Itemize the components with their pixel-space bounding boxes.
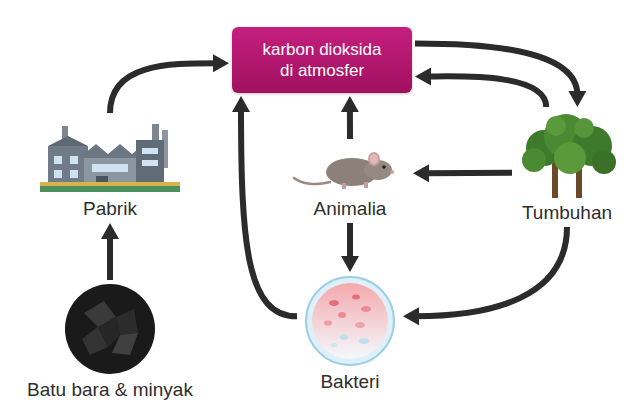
mouse-icon [290,142,410,194]
cycle-arrow [415,44,586,108]
arrow-line [415,44,577,96]
animal-node: Animalia [290,142,410,220]
arrow-line [415,227,567,316]
coal-icon [64,283,156,375]
fossil-fuel-node: Batu bara & minyak [10,283,210,401]
arrow-head [413,164,429,182]
box-label: karbon dioksida di atmosfer [257,39,387,81]
plant-node: Tumbuhan [515,110,619,224]
arrow-head [101,223,119,239]
petri-dish-icon [304,275,396,367]
cycle-arrow [341,96,359,139]
bacteria-node: Bakteri [300,275,400,393]
arrow-head [403,307,419,325]
factory-icon [40,116,180,194]
arrow-line [241,108,297,316]
arrow-head [568,91,586,107]
arrow-line [347,108,353,139]
node-label: Animalia [290,198,410,220]
cycle-arrow [110,54,229,113]
arrow-head [415,68,431,86]
cycle-arrow [101,223,119,280]
node-label: Bakteri [300,371,400,393]
arrow-line [107,235,113,280]
factory-node: Pabrik [40,116,180,220]
arrow-head [341,96,359,112]
arrow-line [427,76,546,107]
arrow-head [232,96,250,112]
arrow-head [341,256,359,272]
node-label: Pabrik [40,198,180,220]
tree-icon [516,110,618,198]
arrow-head [213,54,229,72]
node-label: Batu bara & minyak [10,379,210,401]
arrow-line [347,223,353,260]
arrow-line [425,170,512,177]
cycle-arrow [232,96,297,316]
arrow-line [110,63,217,113]
node-label: Tumbuhan [515,202,619,224]
cycle-arrow [403,227,567,325]
atmosphere-box: karbon dioksida di atmosfer [232,27,412,93]
cycle-arrow [415,68,546,108]
cycle-arrow [341,223,359,272]
cycle-arrow [413,164,512,182]
